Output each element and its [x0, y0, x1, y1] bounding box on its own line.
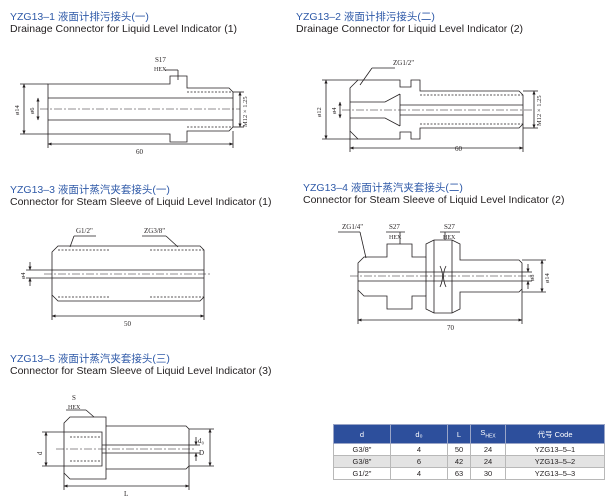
drawing-4-hex-left-size: S27 — [389, 223, 400, 231]
table-cell: YZG13–5–2 — [505, 455, 605, 468]
table-cell: YZG13–5–3 — [505, 467, 605, 480]
table-cell: 6 — [390, 455, 448, 468]
section-5-subtitle: Connector for Steam Sleeve of Liquid Lev… — [10, 365, 272, 378]
connector-3-outline — [51, 245, 205, 302]
section-2-subtitle: Drainage Connector for Liquid Level Indi… — [296, 23, 524, 36]
spec-table: d d₀ L SHEX 代号 Code G3/8" 4 50 24 YZG13–… — [333, 424, 605, 480]
table-cell: G3/8" — [333, 443, 391, 456]
table-cell: 30 — [470, 467, 506, 480]
drawing-4-hex-right-size: S27 — [444, 223, 455, 231]
connector-4-bore — [358, 271, 522, 282]
drawing-5-d: d — [36, 451, 44, 455]
connector-4-outline — [357, 239, 523, 314]
table-row: G3/8" 6 42 24 YZG13–5–2 — [333, 455, 605, 468]
table-cell: 42 — [447, 455, 471, 468]
section-4-subtitle: Connector for Steam Sleeve of Liquid Lev… — [303, 194, 565, 207]
drawing-4-length: 70 — [447, 324, 455, 332]
table-row: G1/2" 4 63 30 YZG13–5–3 — [333, 467, 605, 480]
table-row: G3/8" 4 50 24 YZG13–5–1 — [333, 443, 605, 456]
drawing-4-outer-dia: ø14 — [544, 273, 551, 284]
drawing-5-d0: d₀ — [198, 437, 205, 445]
section-2-title: YZG13–2 液面计排污接头(二) — [296, 11, 435, 23]
spec-table-header: d d₀ L SHEX 代号 Code — [333, 424, 605, 444]
drawing-5-hex-label: HEX — [68, 405, 81, 411]
drawing-2-pipe-thread: ZG1/2" — [393, 59, 414, 67]
drawing-1-thread: M12 × 1.25 — [242, 96, 249, 127]
table-cell: G3/8" — [333, 455, 391, 468]
drawing-5-D: D — [199, 449, 204, 457]
drawing-1-length: 60 — [136, 148, 144, 156]
table-cell: 4 — [390, 443, 448, 456]
col-d0: d₀ — [390, 424, 448, 444]
table-cell: 50 — [447, 443, 471, 456]
section-3-subtitle: Connector for Steam Sleeve of Liquid Lev… — [10, 196, 272, 209]
col-L: L — [447, 424, 471, 444]
drawing-3 — [26, 235, 212, 320]
connector-1-bore — [48, 97, 233, 121]
section-1-subtitle: Drainage Connector for Liquid Level Indi… — [10, 23, 238, 36]
section-2-caption: YZG13–2 液面计排污接头(二) Drainage Connector fo… — [296, 11, 523, 35]
section-1-title: YZG13–1 液面计排污接头(一) — [10, 11, 149, 23]
section-5-caption: YZG13–5 液面计蒸汽夹套接头(三) Connector for Steam… — [10, 353, 271, 377]
table-cell: G1/2" — [333, 467, 391, 480]
connector-5-hex — [63, 416, 107, 480]
drawing-1-outer-dia: ø14 — [14, 105, 21, 116]
drawing-4 — [338, 231, 546, 324]
section-5-title: YZG13–5 液面计蒸汽夹套接头(三) — [10, 353, 170, 365]
drawing-3-length: 50 — [124, 320, 132, 328]
col-s-sub: HEX — [485, 433, 496, 440]
drawing-5-hex-size: S — [72, 394, 76, 402]
drawing-1 — [20, 69, 244, 148]
connector-5-shank — [106, 425, 190, 470]
section-1-caption: YZG13–1 液面计排污接头(一) Drainage Connector fo… — [10, 11, 237, 35]
drawing-1-hex-label: HEX — [154, 67, 167, 73]
drawing-2-thread: M12 × 1.25 — [536, 95, 543, 126]
section-4-title: YZG13–4 液面计蒸汽夹套接头(二) — [303, 182, 463, 194]
table-cell: YZG13–5–1 — [505, 443, 605, 456]
connector-2-outline — [349, 79, 524, 140]
connector-4-nut-lines — [425, 240, 453, 313]
drawing-4-pipe-thread: ZG1/4" — [342, 223, 363, 231]
col-s: SHEX — [470, 424, 506, 444]
table-cell: 24 — [470, 455, 506, 468]
table-cell: 24 — [470, 443, 506, 456]
drawing-5 — [42, 409, 214, 490]
drawing-2-outer-dia: ø12 — [316, 107, 323, 117]
drawing-4-hex-right-label: HEX — [443, 235, 456, 241]
section-4-caption: YZG13–4 液面计蒸汽夹套接头(二) Connector for Steam… — [303, 182, 564, 206]
drawing-3-thread-left: G1/2" — [76, 227, 93, 235]
drawing-1-inner-dia: ø6 — [29, 107, 36, 114]
drawing-3-thread-right: ZG3/8" — [144, 227, 165, 235]
drawing-3-bore: ø4 — [20, 272, 27, 279]
drawing-1-hex-size: S17 — [155, 56, 166, 64]
section-3-title: YZG13–3 液面计蒸汽夹套接头(一) — [10, 184, 170, 196]
connector-4-ball — [439, 265, 447, 288]
col-s-label: S — [480, 428, 486, 438]
col-d: d — [333, 424, 391, 444]
table-cell: 4 — [390, 467, 448, 480]
drawing-2-length: 60 — [455, 145, 463, 153]
table-cell: 63 — [447, 467, 471, 480]
drawing-2-inner-dia: ø4 — [331, 107, 338, 114]
drawing-2 — [322, 67, 538, 152]
drawing-4-hex-left-label: HEX — [389, 235, 402, 241]
connector-3-bore — [52, 269, 204, 279]
col-code: 代号 Code — [505, 424, 605, 444]
section-3-caption: YZG13–3 液面计蒸汽夹套接头(一) Connector for Steam… — [10, 184, 271, 208]
drawing-5-L: L — [124, 490, 128, 498]
drawing-4-inner-dia: ø8 — [529, 275, 536, 282]
connector-2-bore — [400, 104, 523, 116]
